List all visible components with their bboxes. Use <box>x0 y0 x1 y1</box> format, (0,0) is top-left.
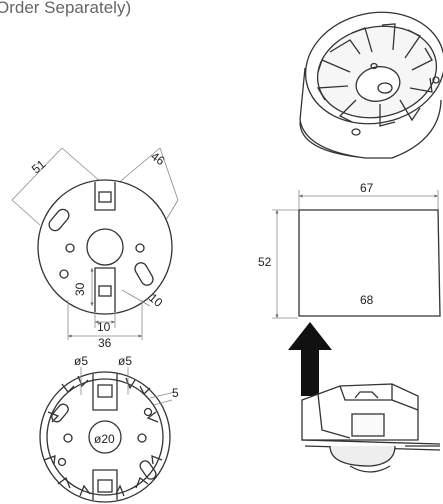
dim-slot-height: 30 <box>73 282 87 296</box>
header-title: Order Separately) <box>0 0 131 17</box>
side-view: 67 52 68 <box>258 181 441 319</box>
sensor-device <box>301 383 441 473</box>
dim-hole-left: ø5 <box>74 354 88 368</box>
dim-total-width: 36 <box>98 336 112 350</box>
insert-arrow <box>288 322 332 396</box>
dim-inner-width: 10 <box>97 320 111 334</box>
mounting-box-3d-view <box>299 11 443 159</box>
dim-angle-right: 46 <box>148 149 167 168</box>
top-view: 51 46 <box>11 147 179 350</box>
bottom-view: ø5 ø5 5 ø20 <box>39 354 179 503</box>
dim-height: 52 <box>258 255 272 269</box>
dim-top-width: 67 <box>360 181 374 195</box>
dim-center-hole: ø20 <box>94 432 115 446</box>
dim-angle-left: 51 <box>29 157 48 177</box>
dim-hole-right: ø5 <box>118 354 132 368</box>
dim-gap: 5 <box>172 386 179 400</box>
dim-bottom-width: 68 <box>360 293 374 307</box>
